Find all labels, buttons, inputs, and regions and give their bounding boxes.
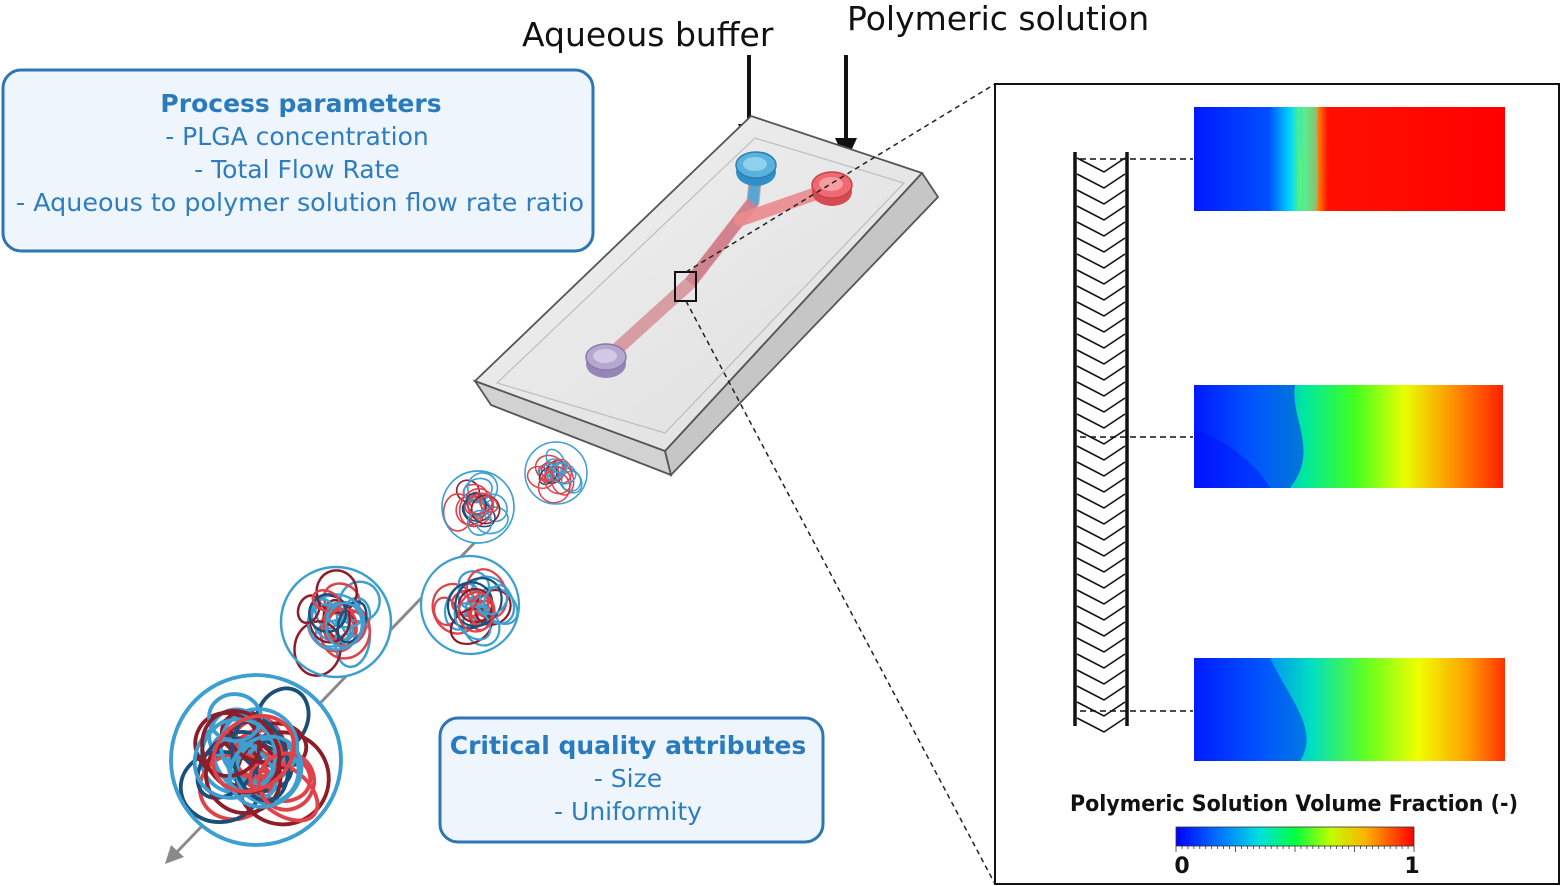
polymeric-solution-label: Polymeric solution	[847, 0, 1149, 38]
quality-attributes-box: Critical quality attributes - Size - Uni…	[438, 716, 825, 844]
chevron-groove	[1076, 173, 1126, 189]
chevron-groove	[1076, 189, 1126, 205]
aqueous-inlet-reservoir	[735, 151, 777, 186]
nanoparticle-icon	[169, 673, 343, 847]
chevron-groove	[1076, 365, 1126, 381]
chevron-groove	[1076, 269, 1126, 285]
chevron-groove	[1076, 253, 1126, 269]
aqueous-buffer-label: Aqueous buffer	[522, 15, 774, 54]
process-parameter-item: - Total Flow Rate	[194, 155, 400, 184]
chevron-groove	[1076, 237, 1126, 253]
chevron-groove	[1076, 285, 1126, 301]
microfluidic-chip-icon	[472, 114, 940, 477]
chevron-groove	[1076, 429, 1126, 445]
chevron-groove	[1076, 557, 1126, 573]
process-parameters-box: Process parameters - PLGA concentration …	[1, 68, 595, 253]
cross-section-inlet	[1194, 107, 1505, 211]
chevron-groove	[1076, 653, 1126, 669]
chevron-groove	[1076, 589, 1126, 605]
cross-section-middle	[1194, 385, 1503, 488]
chevron-groove	[1076, 509, 1126, 525]
colorbar	[1175, 826, 1415, 847]
chevron-groove	[1076, 605, 1126, 621]
process-parameter-item: - PLGA concentration	[165, 122, 429, 151]
zoom-region-marker	[674, 271, 697, 302]
chevron-groove	[1076, 221, 1126, 237]
chevron-groove	[1076, 637, 1126, 653]
herringbone-mixer-icon	[1073, 152, 1129, 733]
polymeric-inlet-reservoir	[811, 171, 853, 206]
chevron-groove	[1076, 493, 1126, 509]
nanoparticle-icon	[419, 554, 521, 656]
nanoparticle-icon	[524, 441, 588, 505]
process-parameter-item: - Aqueous to polymer solution flow rate …	[16, 188, 584, 217]
chevron-groove	[1076, 685, 1126, 701]
chevron-groove	[1076, 333, 1126, 349]
chevron-groove	[1076, 349, 1126, 365]
chevron-groove	[1076, 541, 1126, 557]
colorbar-min-label: 0	[1174, 854, 1189, 879]
chevron-groove	[1076, 445, 1126, 461]
process-parameters-title: Process parameters	[160, 89, 441, 118]
outlet-reservoir	[585, 343, 627, 378]
chevron-groove	[1076, 397, 1126, 413]
zoom-line-top	[685, 83, 996, 273]
nanoparticle-group	[169, 441, 588, 847]
chevron-groove	[1076, 701, 1126, 717]
chevron-groove	[1076, 669, 1126, 685]
quality-attribute-item: - Size	[594, 764, 662, 793]
chevron-groove	[1076, 317, 1126, 333]
zoom-line-bottom	[685, 300, 996, 885]
chevron-groove	[1076, 157, 1126, 173]
nanoparticle-icon	[441, 470, 515, 544]
nanoparticle-icon	[279, 565, 393, 679]
chevron-groove	[1076, 621, 1126, 637]
chevron-groove	[1076, 413, 1126, 429]
colorbar-max-label: 1	[1404, 854, 1419, 879]
chevron-groove	[1076, 301, 1126, 317]
chevron-groove	[1076, 205, 1126, 221]
colorbar-title: Polymeric Solution Volume Fraction (-)	[1070, 792, 1518, 817]
chevron-groove	[1076, 477, 1126, 493]
chevron-groove	[1076, 525, 1126, 541]
chevron-groove	[1076, 381, 1126, 397]
cross-section-outlet	[1194, 658, 1505, 761]
quality-attributes-title: Critical quality attributes	[450, 731, 807, 760]
chevron-groove	[1076, 461, 1126, 477]
quality-attribute-item: - Uniformity	[554, 797, 702, 826]
chevron-groove	[1076, 573, 1126, 589]
simulation-panel: Polymeric Solution Volume Fraction (-) 0…	[994, 83, 1560, 885]
chevron-groove	[1076, 717, 1126, 733]
